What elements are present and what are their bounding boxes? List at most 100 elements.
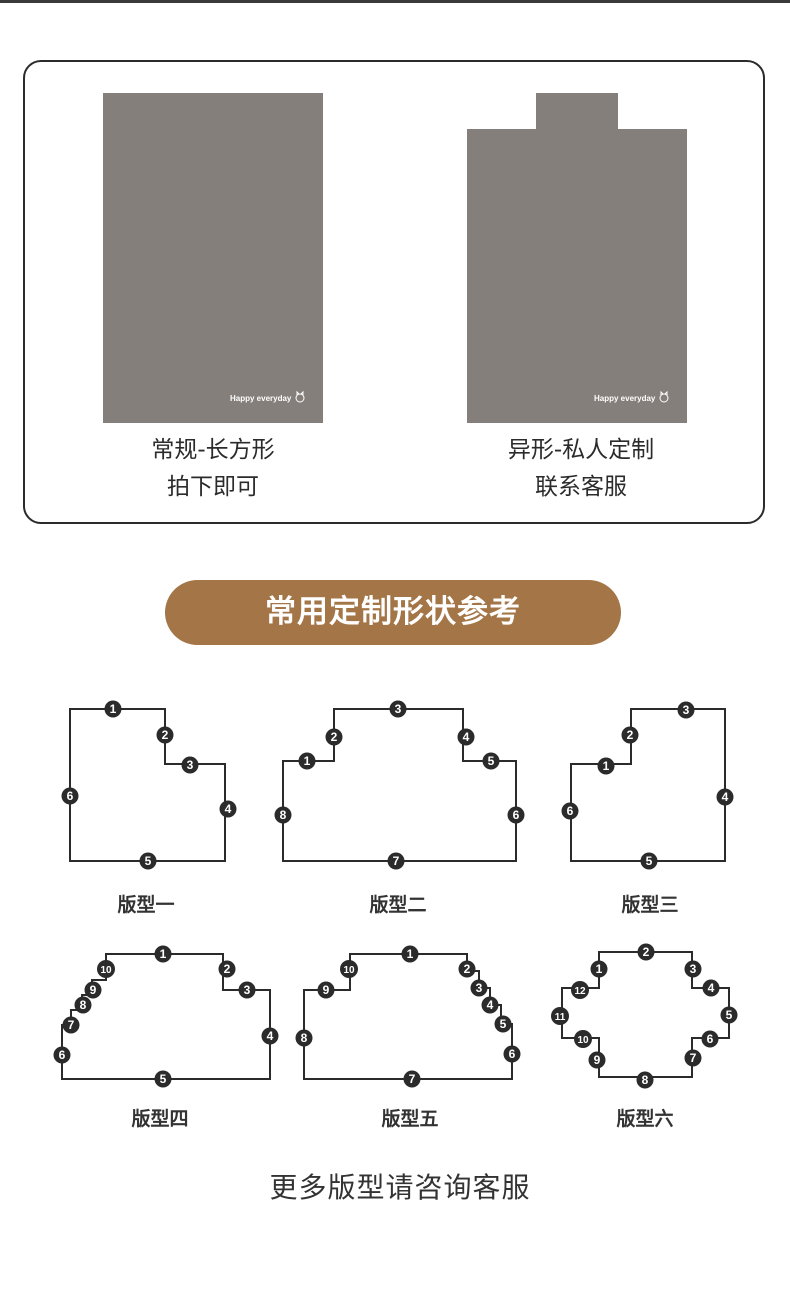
cat-icon	[659, 390, 669, 403]
marker-v5-7: 7	[403, 1070, 421, 1088]
marker-v4-8: 8	[74, 996, 92, 1014]
marker-v2-7: 7	[387, 852, 405, 870]
marker-number: 4	[267, 1029, 274, 1043]
marker-v6-3: 3	[684, 960, 702, 978]
mat-badge-text: Happy everyday	[594, 394, 656, 403]
marker-number: 5	[726, 1008, 733, 1022]
marker-number: 5	[160, 1072, 167, 1086]
marker-number: 6	[567, 804, 574, 818]
mat-badge-text: Happy everyday	[230, 394, 292, 403]
footer-contact-text: 更多版型请咨询客服	[269, 1171, 531, 1204]
marker-number: 3	[476, 981, 483, 995]
marker-number: 10	[577, 1035, 589, 1046]
mat-rectangle-subtitle: 拍下即可	[167, 474, 259, 500]
marker-number: 1	[160, 947, 167, 961]
variant-4-outline	[61, 953, 271, 1080]
marker-v3-2: 2	[621, 726, 639, 744]
marker-number: 6	[513, 808, 520, 822]
marker-v5-1: 1	[401, 945, 419, 963]
mat-custom-title: 异形-私人定制	[507, 437, 655, 463]
marker-v3-5: 5	[640, 852, 658, 870]
marker-v6-9: 9	[588, 1051, 606, 1069]
marker-v5-9: 9	[317, 981, 335, 999]
variant-label-2: 版型二	[369, 894, 427, 916]
marker-number: 6	[59, 1048, 66, 1062]
mat-custom-shape-image[interactable]: Happy everyday	[467, 93, 687, 423]
marker-v1-5: 5	[139, 852, 157, 870]
marker-v1-3: 3	[181, 756, 199, 774]
marker-v2-1: 1	[298, 752, 316, 770]
variant-label-4: 版型四	[131, 1108, 189, 1130]
mat-rectangle-title: 常规-长方形	[151, 437, 275, 463]
marker-number: 2	[627, 728, 634, 742]
marker-v5-5: 5	[494, 1015, 512, 1033]
marker-v6-5: 5	[720, 1006, 738, 1024]
marker-v1-2: 2	[156, 726, 174, 744]
marker-v5-4: 4	[481, 996, 499, 1014]
marker-number: 1	[304, 754, 311, 768]
variant-label-5: 版型五	[381, 1108, 439, 1130]
marker-v4-9: 9	[84, 981, 102, 999]
marker-v3-1: 1	[597, 757, 615, 775]
marker-v6-7: 7	[684, 1049, 702, 1067]
marker-number: 3	[395, 702, 402, 716]
marker-number: 12	[574, 986, 586, 997]
variant-label-6: 版型六	[616, 1108, 674, 1130]
marker-number: 8	[301, 1031, 308, 1045]
marker-number: 3	[244, 983, 251, 997]
mat-rectangle-caption: 常规-长方形 拍下即可	[63, 432, 363, 506]
marker-v4-2: 2	[218, 960, 236, 978]
marker-number: 10	[100, 965, 112, 976]
marker-v5-2: 2	[458, 960, 476, 978]
marker-v5-3: 3	[470, 979, 488, 997]
marker-v1-4: 4	[219, 800, 237, 818]
variant-3-outline	[570, 708, 726, 862]
marker-number: 5	[488, 754, 495, 768]
marker-v5-10: 10	[340, 960, 358, 978]
section-title-pill: 常用定制形状参考	[165, 580, 621, 645]
marker-number: 2	[464, 962, 471, 976]
marker-v6-2: 2	[637, 943, 655, 961]
marker-v4-10: 10	[97, 960, 115, 978]
marker-v3-4: 4	[716, 788, 734, 806]
marker-v3-3: 3	[677, 701, 695, 719]
marker-number: 9	[90, 983, 97, 997]
variant-6-outline	[561, 951, 730, 1078]
marker-number: 4	[225, 802, 232, 816]
marker-v4-5: 5	[154, 1070, 172, 1088]
variant-2-outline	[282, 708, 517, 862]
marker-number: 5	[500, 1017, 507, 1031]
marker-v5-6: 6	[503, 1045, 521, 1063]
marker-v2-8: 8	[274, 806, 292, 824]
marker-v6-6: 6	[701, 1030, 719, 1048]
top-edge-bar	[0, 0, 790, 3]
marker-number: 9	[323, 983, 330, 997]
marker-v4-1: 1	[154, 945, 172, 963]
marker-number: 7	[409, 1072, 416, 1086]
shape-markers: 1234561234567812345612345678910123456789…	[53, 700, 738, 1089]
marker-number: 10	[343, 965, 355, 976]
marker-number: 1	[603, 759, 610, 773]
marker-number: 6	[707, 1032, 714, 1046]
marker-v2-5: 5	[482, 752, 500, 770]
marker-number: 6	[67, 789, 74, 803]
marker-number: 9	[594, 1053, 601, 1067]
marker-v4-7: 7	[62, 1016, 80, 1034]
mat-rectangle-image[interactable]: Happy everyday	[103, 93, 323, 423]
marker-v1-1: 1	[104, 700, 122, 718]
marker-number: 1	[110, 702, 117, 716]
variant-5-outline	[303, 953, 513, 1080]
marker-number: 2	[331, 730, 338, 744]
marker-number: 7	[690, 1051, 697, 1065]
marker-number: 7	[68, 1018, 75, 1032]
marker-number: 11	[555, 1012, 566, 1023]
marker-v6-4: 4	[702, 979, 720, 997]
mat-custom-caption: 异形-私人定制 联系客服	[431, 432, 731, 506]
marker-v2-6: 6	[507, 806, 525, 824]
marker-v1-6: 6	[61, 787, 79, 805]
marker-number: 3	[690, 962, 697, 976]
marker-v4-4: 4	[261, 1027, 279, 1045]
marker-number: 4	[722, 790, 729, 804]
marker-v6-1: 1	[590, 960, 608, 978]
